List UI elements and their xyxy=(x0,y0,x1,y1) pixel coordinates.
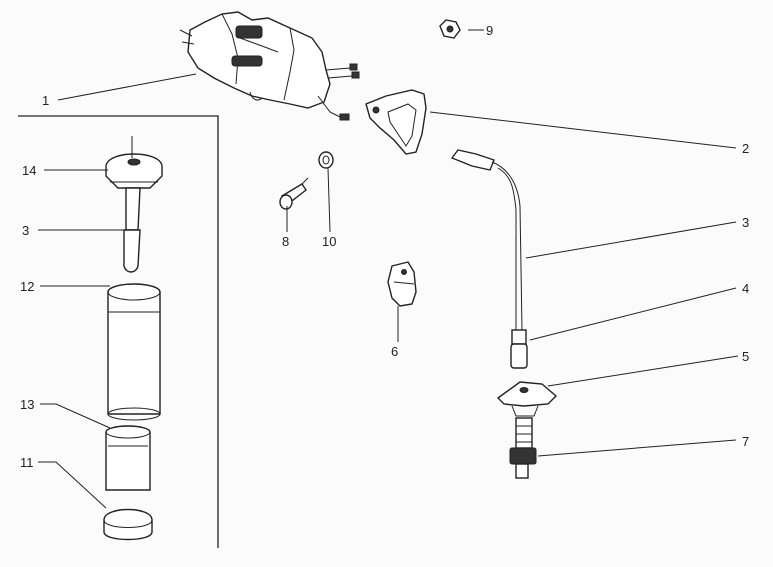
callout-1: 1 xyxy=(42,93,49,108)
spark-plug-icon xyxy=(509,417,537,479)
callout-13: 13 xyxy=(20,397,34,412)
dome-cover-icon xyxy=(105,136,163,189)
screw-icon xyxy=(279,177,309,210)
spark-plug-connector-icon xyxy=(510,329,528,369)
callout-3-right: 3 xyxy=(742,215,749,230)
callout-3-left: 3 xyxy=(22,223,29,238)
mounting-bracket-icon xyxy=(365,89,427,155)
callout-11: 11 xyxy=(20,455,34,470)
callout-2: 2 xyxy=(742,141,749,156)
callout-12: 12 xyxy=(20,279,34,294)
callout-7: 7 xyxy=(742,434,749,449)
callout-5: 5 xyxy=(742,349,749,364)
callout-9: 9 xyxy=(486,23,493,38)
callout-10: 10 xyxy=(322,234,336,249)
cable-clip-icon xyxy=(387,261,417,307)
cylinder-sleeve-icon xyxy=(107,283,161,421)
callout-8: 8 xyxy=(282,234,289,249)
plug-cap-icon xyxy=(496,381,558,417)
callout-14: 14 xyxy=(22,163,36,178)
spark-plug-cable-icon xyxy=(450,149,523,331)
washer-icon xyxy=(318,151,334,169)
nut-icon xyxy=(439,19,461,39)
callout-labels: 1 2 3 4 5 6 7 8 9 10 3 11 12 13 14 xyxy=(20,23,749,470)
cup-icon xyxy=(105,425,151,491)
callout-6: 6 xyxy=(391,344,398,359)
electrode-rod-icon xyxy=(123,187,141,273)
callout-4: 4 xyxy=(742,281,749,296)
leader-lines xyxy=(38,29,739,509)
cap-icon xyxy=(103,508,153,541)
inset-frame xyxy=(18,115,219,548)
ignition-coil-icon xyxy=(179,11,360,121)
